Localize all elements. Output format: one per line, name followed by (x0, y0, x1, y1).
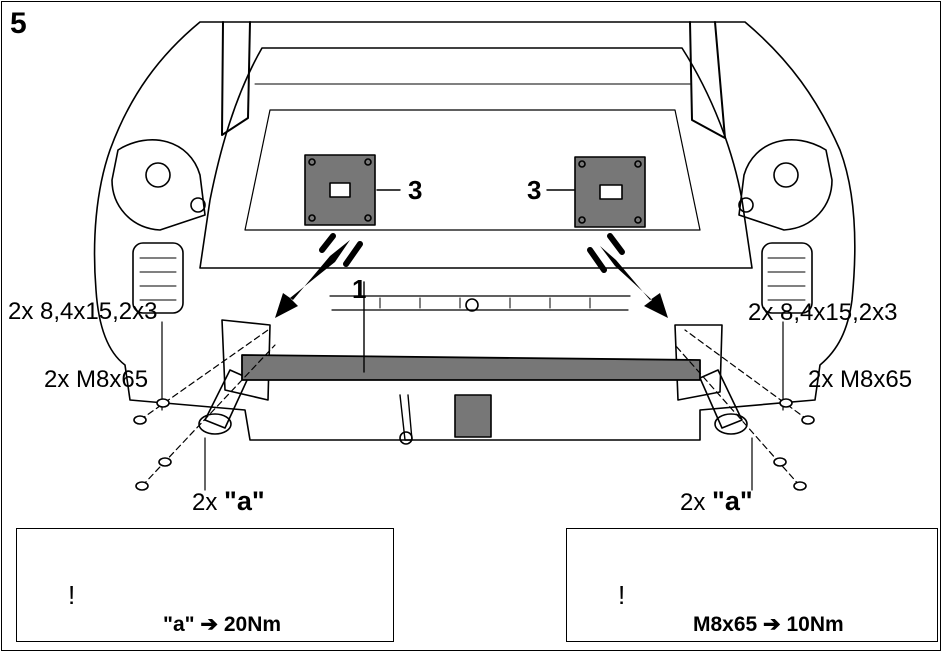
part-label-plate-right: 3 (527, 175, 542, 205)
torque-box-left: "a" ➔ 20Nm (16, 528, 394, 642)
car-body-outline (93, 21, 856, 441)
bracket-left (221, 319, 271, 401)
warning-mark-right: ! (618, 580, 626, 610)
a-label-left: 2x "a" (192, 488, 265, 515)
washer-label-right: 2x 8,4x15,2x3 (748, 299, 898, 326)
torque-box-right: M8x65 ➔ 10Nm (566, 528, 938, 642)
part-label-plate-left: 3 (408, 175, 423, 205)
mounting-plate-right (574, 156, 646, 228)
torque-text-left: "a" ➔ 20Nm (163, 613, 282, 636)
a-callout-left: "a" (224, 486, 265, 516)
a-label-right: 2x "a" (680, 488, 753, 515)
washer-label-left: 2x 8,4x15,2x3 (8, 298, 158, 325)
vent-right (761, 242, 813, 314)
bracket-right (674, 324, 723, 401)
a-qty-left: 2x (192, 489, 218, 516)
warning-mark-left: ! (68, 580, 76, 610)
step-number: 5 (10, 7, 27, 40)
arrow-left (275, 240, 350, 318)
bolt-label-right: 2x M8x65 (808, 366, 913, 393)
hinge-left (221, 21, 251, 136)
a-callout-right: "a" (712, 486, 753, 516)
bolt-label-left: 2x M8x65 (44, 366, 149, 393)
exhaust-right (699, 369, 743, 429)
vent-left (132, 242, 184, 314)
trunk-opening (199, 47, 753, 269)
hitch-receiver (454, 394, 492, 438)
tail-light-right (738, 139, 833, 231)
hinge-right (689, 21, 726, 139)
tail-light-left (111, 139, 206, 231)
tow-bar-beam (241, 354, 701, 381)
arrow-right (600, 246, 668, 318)
part-label-tow-bar: 1 (352, 274, 367, 304)
a-qty-right: 2x (680, 489, 706, 516)
torque-text-right: M8x65 ➔ 10Nm (693, 613, 844, 636)
trunk-floor (244, 109, 701, 231)
